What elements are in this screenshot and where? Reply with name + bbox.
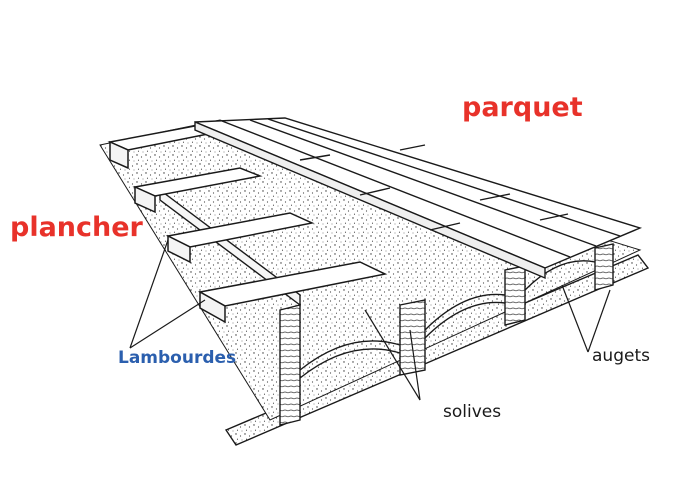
- lambourdes-label: Lambourdes: [118, 348, 237, 368]
- parquet-label: parquet: [462, 92, 583, 123]
- joists: [159, 188, 614, 426]
- parquet-boards: [194, 117, 643, 280]
- solives-label: solives: [443, 402, 502, 422]
- leader-lines: [129, 239, 611, 401]
- plancher-label: plancher: [10, 212, 143, 243]
- augets-label: augets: [592, 346, 650, 366]
- battens: [107, 124, 388, 324]
